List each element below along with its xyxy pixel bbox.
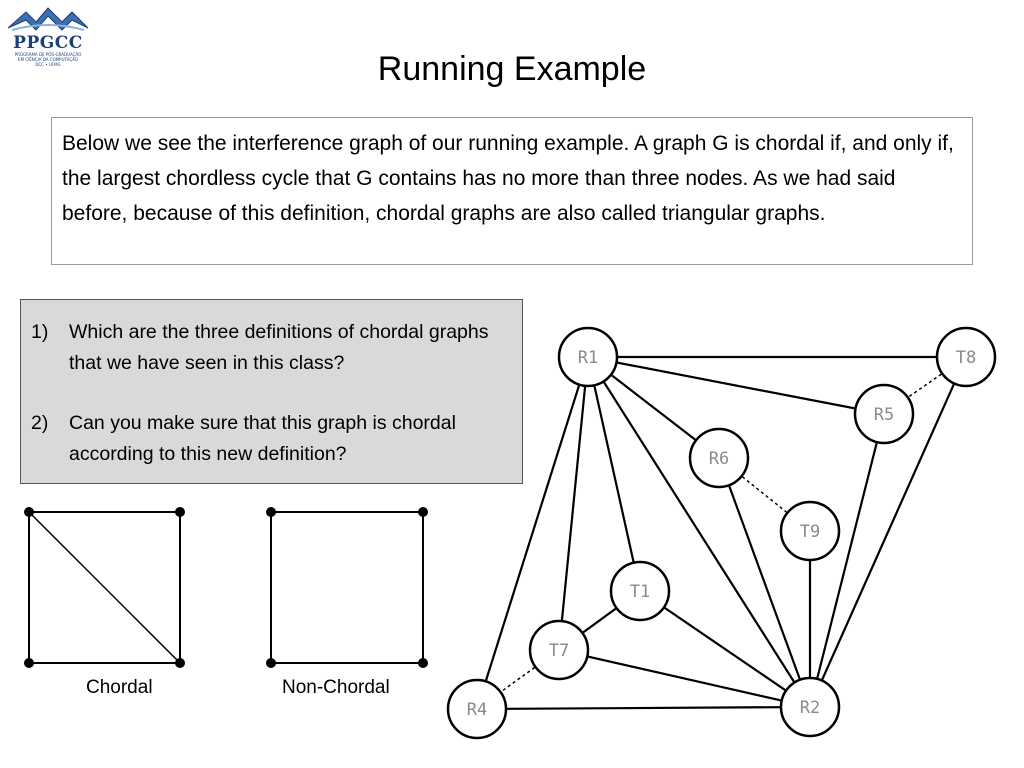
slide-title: Running Example (377, 50, 647, 88)
graph-node-label: R1 (578, 348, 598, 368)
graph-node-circle (446, 678, 508, 740)
graph-node-circle (609, 560, 671, 622)
logo-subtitle-line: EM CIÊNCIA DA COMPUTAÇÃO (18, 57, 78, 62)
example-vertex (266, 658, 276, 668)
graph-node-circle (779, 500, 841, 562)
graph-node-t8: T8 (935, 326, 997, 388)
intro-text-box: Below we see the interference graph of o… (51, 117, 973, 265)
graph-edge-t8-r2 (808, 356, 968, 708)
graph-node-circle (779, 676, 841, 738)
logo-name: PPGCC (13, 33, 83, 53)
graph-edge-t7-r2 (558, 648, 811, 709)
graph-node-r6: R6 (688, 427, 750, 489)
graph-node-r1: R1 (557, 326, 619, 388)
graph-node-r2: R2 (779, 676, 841, 738)
graph-node-label: T8 (956, 348, 976, 368)
graph-edge-r1-r2 (587, 356, 811, 708)
chord-edge (28, 511, 181, 664)
question-number: 1) (31, 321, 49, 343)
logo-subtitle-line: DCC • UFMG (35, 62, 61, 67)
graph-node-circle (935, 326, 997, 388)
example-vertex (418, 507, 428, 517)
example-vertex (175, 507, 185, 517)
graph-node-circle (688, 427, 750, 489)
non-chordal-square (270, 511, 424, 664)
graph-node-label: R5 (874, 405, 894, 425)
graph-node-label: T9 (800, 522, 820, 542)
graph-node-t7: T7 (528, 619, 590, 681)
chordal-caption: Chordal (86, 677, 153, 698)
graph-edge-r1-t7 (557, 356, 590, 651)
graph-node-label: T7 (549, 641, 569, 661)
graph-edge-r1-r4 (475, 356, 590, 710)
graph-node-label: R2 (800, 698, 820, 718)
non-chordal-example (266, 507, 428, 668)
graph-node-t1: T1 (609, 560, 671, 622)
graph-node-label: R4 (467, 700, 487, 720)
chordal-square (28, 511, 181, 664)
graph-node-label: T1 (630, 582, 650, 602)
chordal-example (24, 507, 185, 668)
example-vertex (24, 658, 34, 668)
graph-node-r4: R4 (446, 678, 508, 740)
graph-node-r5: R5 (853, 383, 915, 445)
graph-node-circle (528, 619, 590, 681)
graph-edge-r4-r2 (476, 705, 811, 711)
question-number: 2) (31, 412, 49, 434)
question-text: Which are the three definitions of chord… (69, 321, 489, 374)
example-vertex (175, 658, 185, 668)
graph-node-circle (557, 326, 619, 388)
graph-edge-t1-r2 (639, 590, 811, 708)
graph-node-label: R6 (709, 449, 729, 469)
questions-box: 1) Which are the three definitions of ch… (20, 299, 523, 484)
logo-roof-icon (7, 7, 89, 31)
example-vertex (418, 658, 428, 668)
example-vertex (266, 507, 276, 517)
graph-node-circle (853, 383, 915, 445)
graph-edge-r1-r5 (587, 355, 885, 416)
graph-edge-t8-r5 (883, 356, 967, 415)
graph-edge-r6-r2 (717, 457, 812, 708)
example-vertex (24, 507, 34, 517)
graph-edge-r5-r2 (808, 413, 886, 708)
ppgcc-logo: PPGCC PROGRAMA DE PÓS-GRADUAÇÃO EM CIÊNC… (6, 6, 90, 67)
graph-edge-r1-t1 (586, 356, 642, 592)
logo-subtitle-line: PROGRAMA DE PÓS-GRADUAÇÃO (14, 52, 82, 57)
non-chordal-caption: Non-Chordal (282, 677, 390, 698)
graph-node-t9: T9 (779, 500, 841, 562)
logo-subtitle: PROGRAMA DE PÓS-GRADUAÇÃO EM CIÊNCIA DA … (6, 52, 90, 67)
question-text: Can you make sure that this graph is cho… (69, 412, 456, 465)
